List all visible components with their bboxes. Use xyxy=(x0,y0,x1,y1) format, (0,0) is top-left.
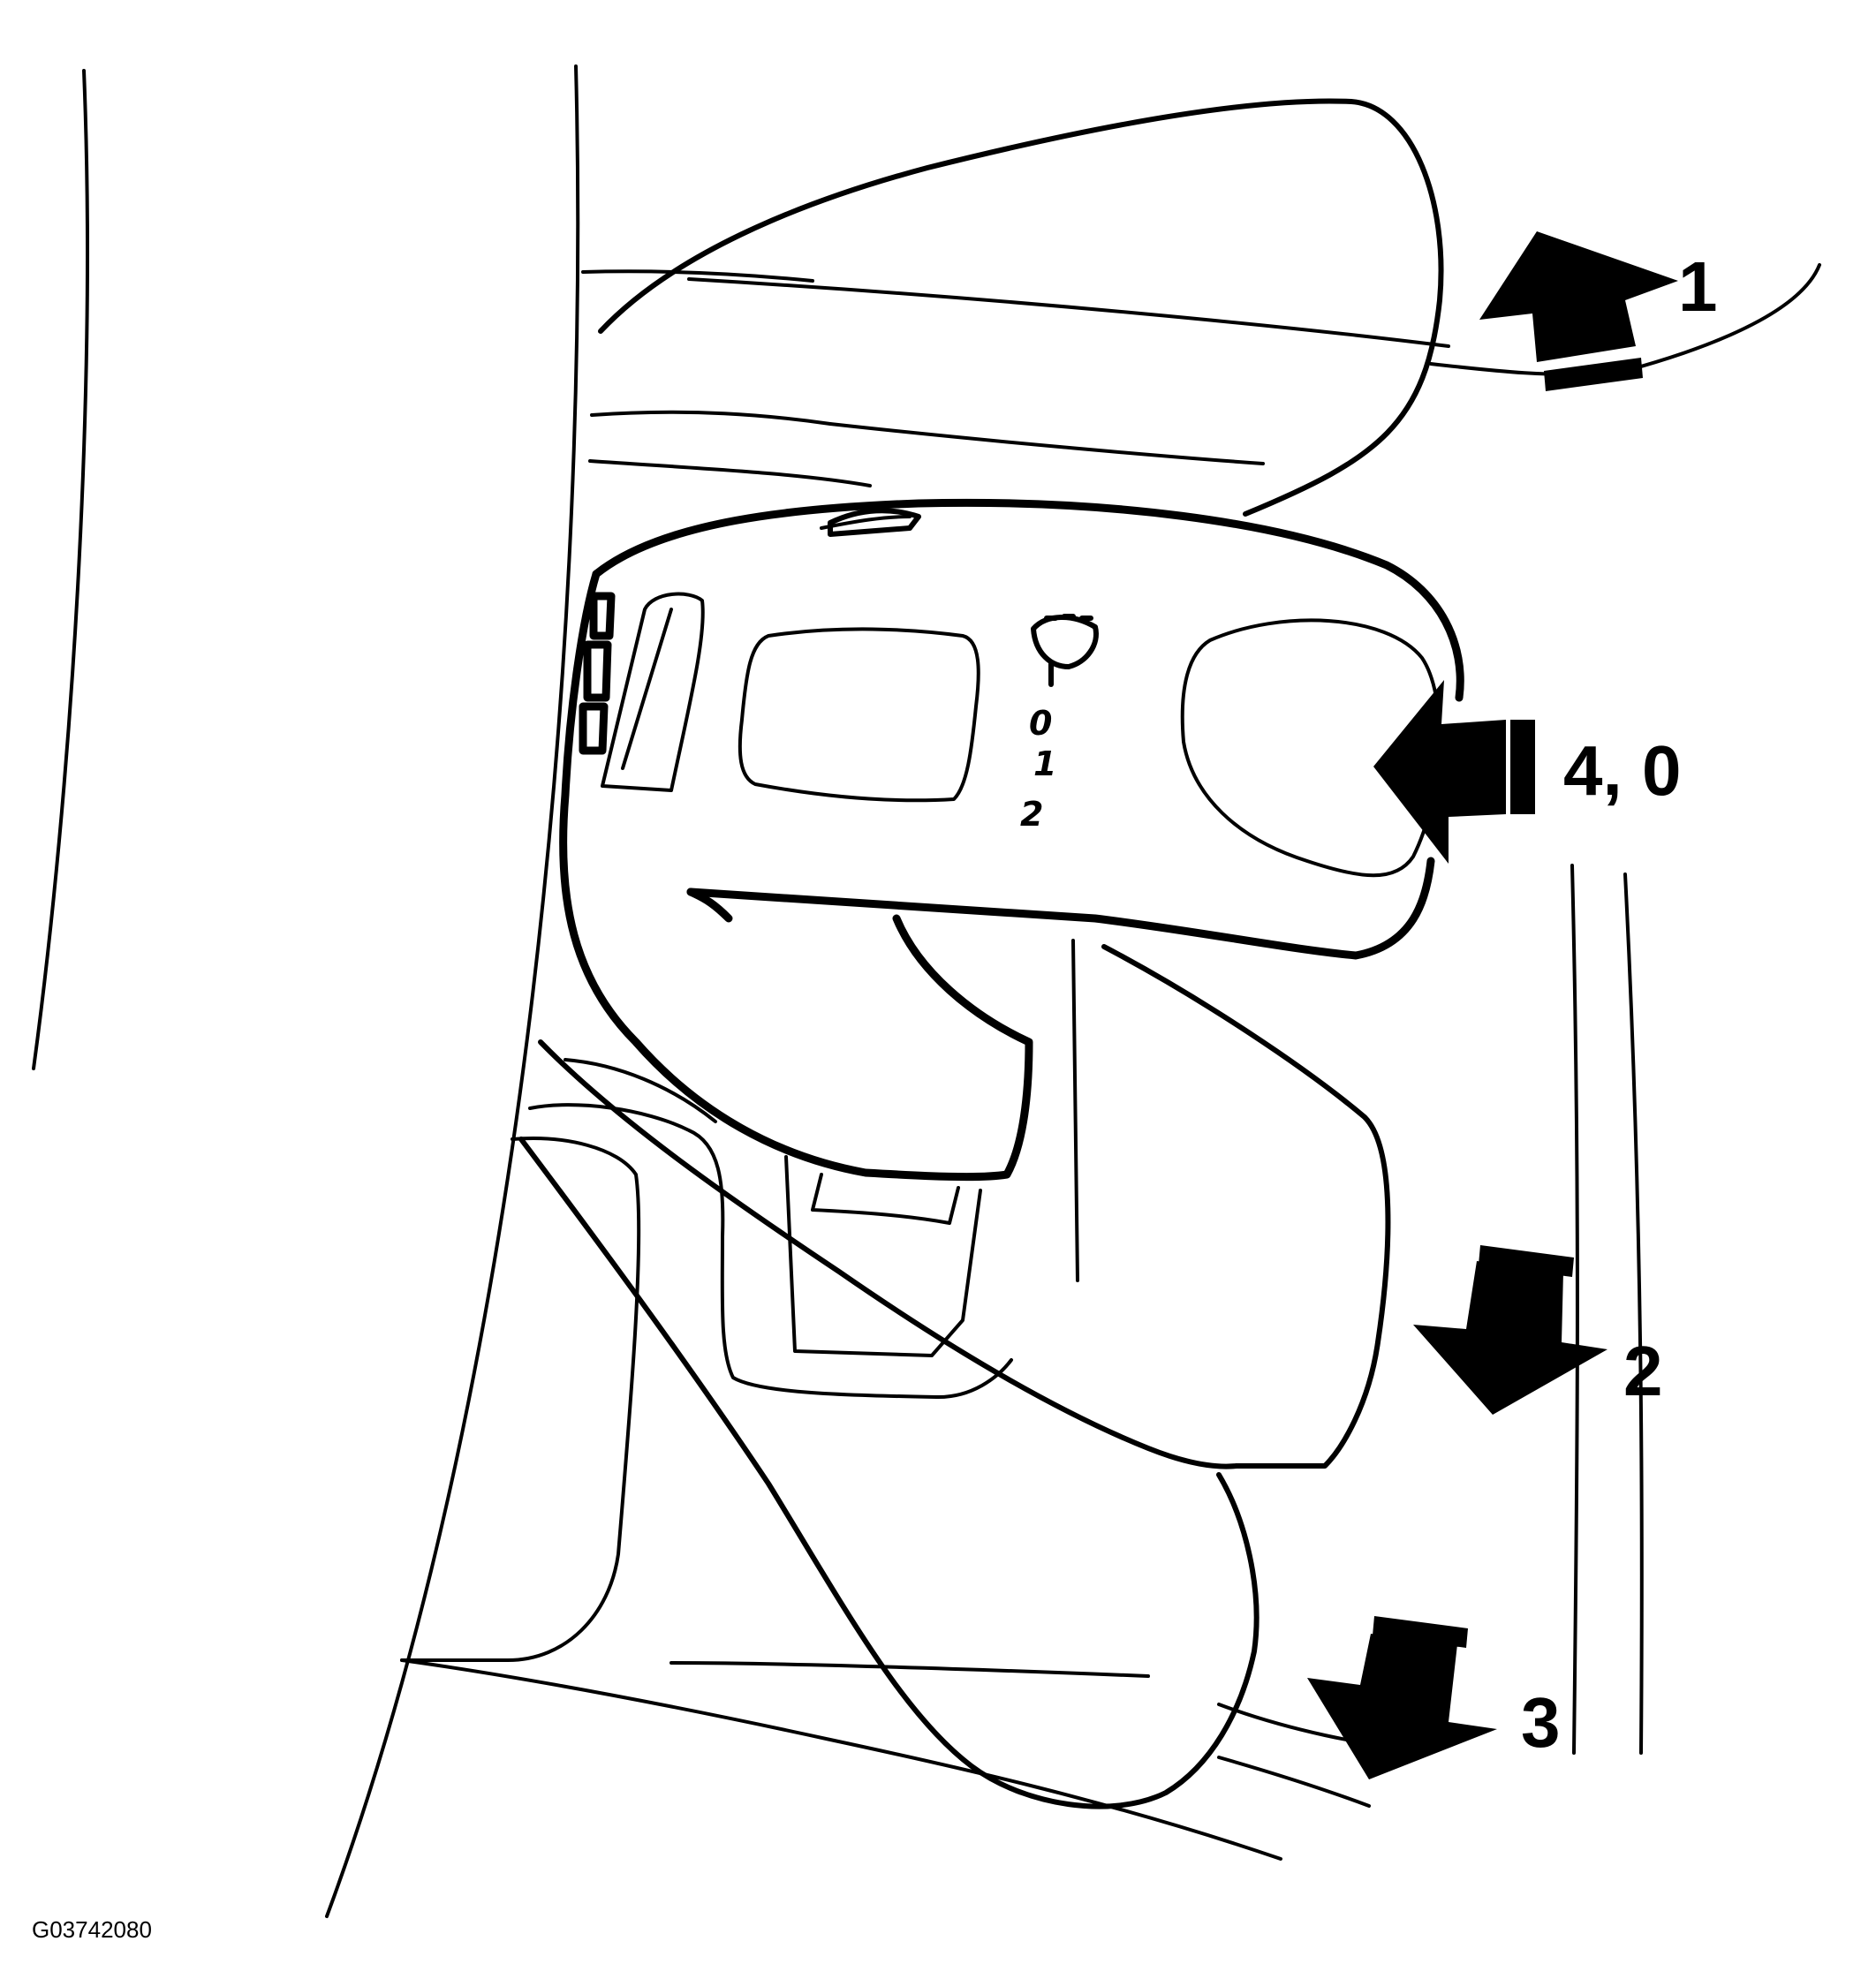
lower-lever xyxy=(518,944,1391,1809)
upper-lever xyxy=(598,98,1444,517)
arrow-2-icon xyxy=(1413,1245,1607,1415)
callout-3: 3 xyxy=(1521,1683,1561,1762)
switch-position-1: 1 xyxy=(1033,744,1056,783)
arrow-1-icon xyxy=(1479,231,1678,391)
arrow-4-0-icon xyxy=(1373,680,1535,864)
figure-id: G03742080 xyxy=(32,1916,152,1943)
push-button xyxy=(1180,618,1441,878)
callout-4-0: 4, 0 xyxy=(1563,731,1681,810)
callout-1: 1 xyxy=(1678,247,1718,326)
switch-housing xyxy=(559,498,1464,1182)
callout-2: 2 xyxy=(1623,1332,1663,1410)
switch-position-0: 0 xyxy=(1029,704,1052,743)
housing-ribs xyxy=(579,592,705,792)
column-shroud xyxy=(400,939,1079,1662)
arrow-3-icon xyxy=(1307,1616,1497,1779)
floor-lines xyxy=(400,1658,1433,1861)
switch-window xyxy=(738,627,980,803)
switch-position-2: 2 xyxy=(1020,795,1043,834)
dashboard-outline xyxy=(32,64,1821,1918)
wiper-symbol-icon xyxy=(1031,614,1099,687)
